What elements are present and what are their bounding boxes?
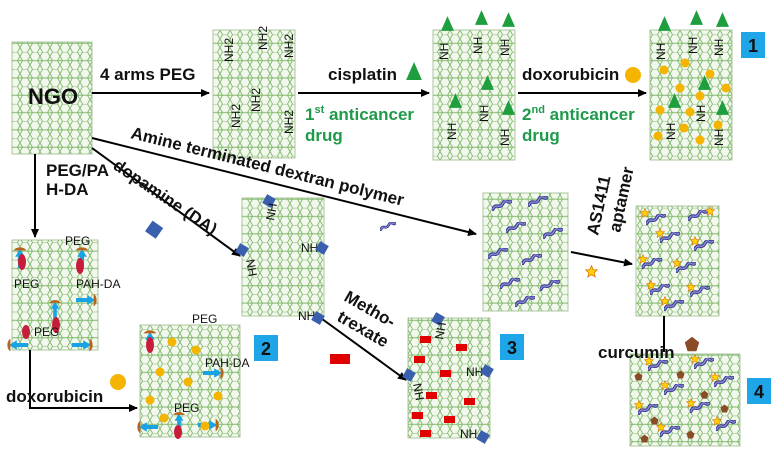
svg-text:PEG: PEG <box>192 312 217 326</box>
svg-text:NH: NH <box>477 105 491 122</box>
svg-text:NH: NH <box>654 43 668 60</box>
dextran-sheet <box>482 192 569 312</box>
svg-text:NH: NH <box>432 321 449 341</box>
pegpah-sheet-ligands: PEG PEG PAH-DA PEG <box>7 234 120 351</box>
svg-text:4: 4 <box>754 382 764 402</box>
curcumin-sheet <box>629 353 741 447</box>
dopamine-label: dopamine (DA) <box>110 156 221 239</box>
svg-text:NH: NH <box>498 39 512 56</box>
svg-text:NH2: NH2 <box>222 38 236 62</box>
svg-text:NH: NH <box>686 37 700 54</box>
svg-text:PEG: PEG <box>34 325 59 339</box>
aptamer-label: aptamer <box>605 165 637 234</box>
svg-text:NH: NH <box>694 105 708 122</box>
svg-text:NH: NH <box>712 129 726 146</box>
svg-text:NH2: NH2 <box>282 34 296 58</box>
doxorubicin-bottom-label: doxorubicin <box>6 387 103 406</box>
svg-text:PEG: PEG <box>174 401 199 415</box>
doxorubicin-sheet-2-ligands: PEG PAH-DA PEG <box>137 312 249 439</box>
dopamine-icon <box>145 220 164 239</box>
curcumin-icon <box>684 336 700 352</box>
doxorubicin-icon-bottom <box>110 374 126 390</box>
four-arms-peg-label: 4 arms PEG <box>100 65 195 84</box>
dextran-icon <box>380 222 396 232</box>
svg-text:NH2: NH2 <box>256 26 270 50</box>
ngo-sheet <box>11 41 93 155</box>
cisplatin-sheet-ligands: NH NH NH NH NH NH <box>437 10 515 146</box>
methotrexate-sheet-ligands: NH NH NH NH <box>402 312 494 444</box>
number-box-2: 2 <box>254 335 278 361</box>
svg-text:NH: NH <box>410 382 427 402</box>
peg-sheet <box>212 29 296 159</box>
svg-text:PAH-DA: PAH-DA <box>205 356 249 370</box>
cisplatin-icon <box>406 62 422 80</box>
svg-text:3: 3 <box>507 338 517 358</box>
arrows <box>29 89 665 412</box>
pegpa-label: PEG/PA <box>46 161 109 180</box>
svg-text:NH: NH <box>263 202 280 222</box>
svg-text:NH: NH <box>466 365 483 379</box>
doxorubicin-sheet-1 <box>649 29 733 161</box>
second-drug-label: drug <box>522 126 560 145</box>
doxorubicin-sheet-1-ligands: NH NH NH NH NH NH <box>653 10 731 146</box>
second-anticancer-label: 2nd anticancer <box>522 104 635 124</box>
svg-text:NH: NH <box>298 309 315 323</box>
svg-text:NH2: NH2 <box>249 88 263 112</box>
hda-label: H-DA <box>46 180 89 199</box>
number-box-4: 4 <box>747 378 771 404</box>
svg-text:NH: NH <box>301 241 318 255</box>
cisplatin-sheet <box>432 29 516 161</box>
svg-text:NH2: NH2 <box>282 110 296 134</box>
dopamine-sheet <box>241 197 325 317</box>
ngo-label: NGO <box>28 84 78 109</box>
svg-text:NH: NH <box>498 129 512 146</box>
doxorubicin-icon-top <box>625 67 641 83</box>
svg-text:2: 2 <box>261 339 271 359</box>
doxorubicin-top-label: doxorubicin <box>522 65 619 84</box>
svg-text:PEG: PEG <box>14 277 39 291</box>
cisplatin-label: cisplatin <box>328 65 397 84</box>
dopamine-sheet-ligands: NH NH NH NH <box>235 194 329 325</box>
svg-text:NH: NH <box>460 427 477 441</box>
svg-text:NH: NH <box>445 123 459 140</box>
svg-text:NH: NH <box>471 37 485 54</box>
number-box-1: 1 <box>741 32 765 58</box>
svg-text:NH2: NH2 <box>229 104 243 128</box>
svg-text:NH: NH <box>712 39 726 56</box>
curcumin-label: curcumin <box>598 343 675 362</box>
svg-text:PEG: PEG <box>65 234 90 248</box>
number-box-3: 3 <box>500 334 524 360</box>
svg-text:NH: NH <box>437 43 451 60</box>
methotrexate-icon <box>330 354 350 364</box>
aptamer-icon <box>585 265 598 278</box>
svg-text:NH: NH <box>664 123 678 140</box>
first-anticancer-label: 1st anticancer <box>305 104 414 124</box>
svg-text:1: 1 <box>748 36 758 56</box>
svg-text:NH: NH <box>243 258 260 278</box>
peg-sheet-amine-groups: NH2 NH2 NH2 NH2 NH2 NH2 <box>222 26 296 134</box>
svg-text:PAH-DA: PAH-DA <box>76 277 120 291</box>
first-drug-label: drug <box>305 126 343 145</box>
